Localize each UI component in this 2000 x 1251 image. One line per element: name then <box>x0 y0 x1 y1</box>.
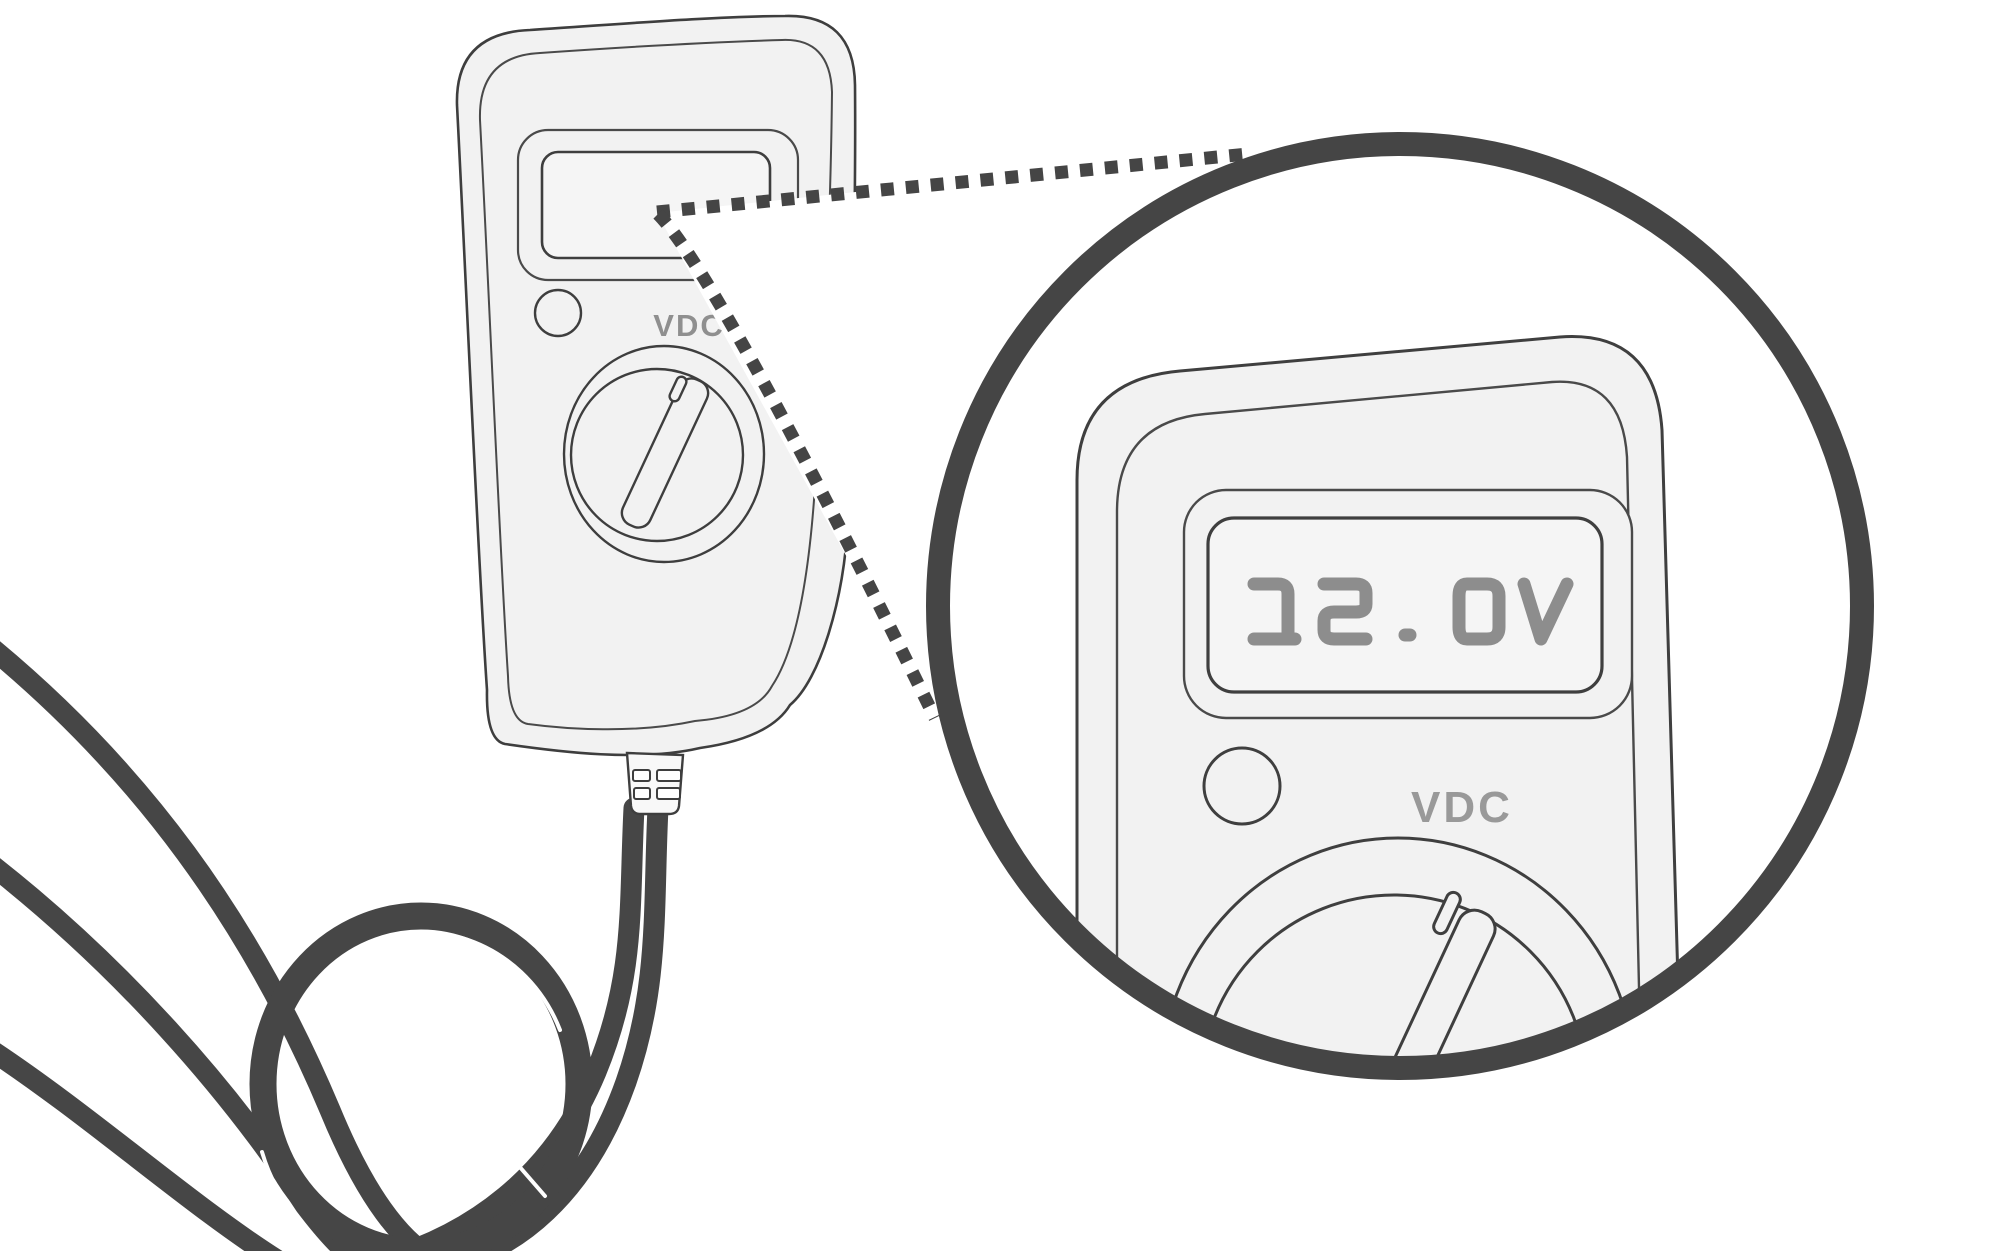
multimeter-device: VDC <box>455 14 857 816</box>
magnified-indicator-button <box>1202 746 1282 826</box>
cable-coil <box>249 902 593 1251</box>
test-lead-cable <box>0 1043 283 1251</box>
test-lead-cable <box>0 641 440 1251</box>
strain-relief <box>625 751 685 816</box>
test-lead-cable <box>459 797 669 1251</box>
magnified-mode-label: VDC <box>1411 783 1513 832</box>
strain-relief-body <box>625 751 685 816</box>
lcd-digit <box>1452 577 1506 646</box>
indicator-button <box>533 288 583 338</box>
magnified-display-screen <box>1206 516 1604 694</box>
strain-relief-rib <box>656 787 681 800</box>
lcd-digit <box>1247 577 1302 646</box>
device-body-inner-line <box>478 38 834 731</box>
magnifier-ring <box>926 132 1874 1080</box>
magnified-view: VDC <box>1075 335 1684 1058</box>
dial-notch <box>668 375 688 403</box>
callout-dotted-line-lower <box>653 209 941 721</box>
lcd-digit <box>1317 577 1373 646</box>
magnified-device-body-inner-line <box>1115 380 1644 1058</box>
mode-label: VDC <box>653 308 724 343</box>
cable-highlight <box>460 936 562 1032</box>
test-lead-cable <box>377 797 645 1251</box>
strain-relief-rib <box>632 769 651 782</box>
dial-pointer-bar <box>620 377 710 529</box>
cable-highlight <box>503 1148 547 1198</box>
strain-relief-rib <box>633 787 651 800</box>
strain-relief-rib <box>656 769 682 782</box>
magnified-dial-notch <box>1432 890 1462 936</box>
magnifier: VDC <box>926 132 1874 1080</box>
cable-bundle <box>0 641 669 1251</box>
magnified-dial-pointer-bar <box>1311 908 1497 1058</box>
display-digits <box>1247 577 1574 646</box>
magnified-dial-knob <box>1199 893 1589 1058</box>
lcd-digit <box>1517 577 1574 646</box>
magnified-rotary-dial <box>1158 836 1638 1058</box>
rotary-dial <box>562 344 766 564</box>
cable-highlight <box>260 1150 302 1222</box>
